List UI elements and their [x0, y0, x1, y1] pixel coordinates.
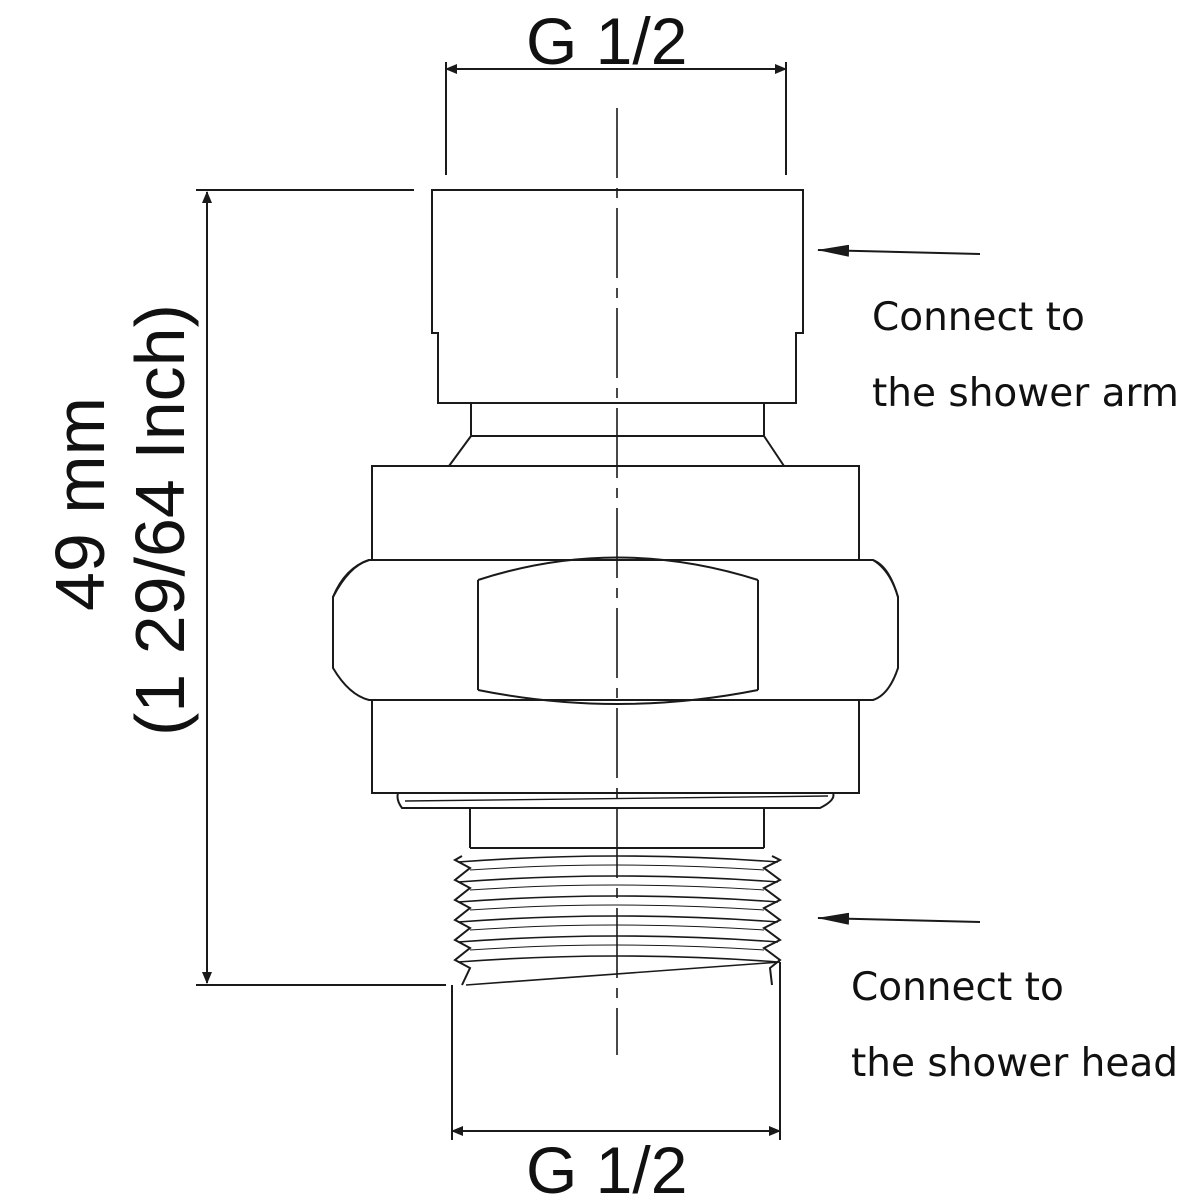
- height-dimension: [196, 189, 446, 986]
- lower-collar: [371, 699, 860, 794]
- shower-head-callout-line2: the shower head: [851, 1041, 1178, 1086]
- height-mm-label: 49 mm: [41, 397, 119, 611]
- shower-arm-callout: Connect to the shower arm: [872, 280, 1179, 432]
- bottom-thread-label: G 1/2: [526, 1133, 688, 1200]
- shank: [469, 808, 765, 848]
- shower-arm-callout-line2: the shower arm: [872, 371, 1179, 416]
- height-label: 49 mm (1 29/64 Inch): [40, 252, 200, 742]
- bottom-thread-dimension: [451, 962, 781, 1140]
- shower-arm-arrow: [817, 244, 981, 257]
- shower-head-arrow: [817, 912, 981, 925]
- male-thread: [452, 847, 783, 986]
- top-nut: [431, 189, 804, 404]
- shower-arm-callout-line1: Connect to: [872, 295, 1085, 340]
- shower-head-callout: Connect to the shower head: [851, 950, 1178, 1102]
- washer: [396, 792, 835, 809]
- top-thread-dimension: [445, 62, 787, 175]
- neck: [448, 403, 785, 467]
- upper-collar: [371, 465, 860, 561]
- top-thread-label: G 1/2: [526, 4, 688, 78]
- height-inch-label: (1 29/64 Inch): [121, 304, 199, 736]
- shower-head-callout-line1: Connect to: [851, 965, 1064, 1010]
- hex-nut: [332, 556, 899, 705]
